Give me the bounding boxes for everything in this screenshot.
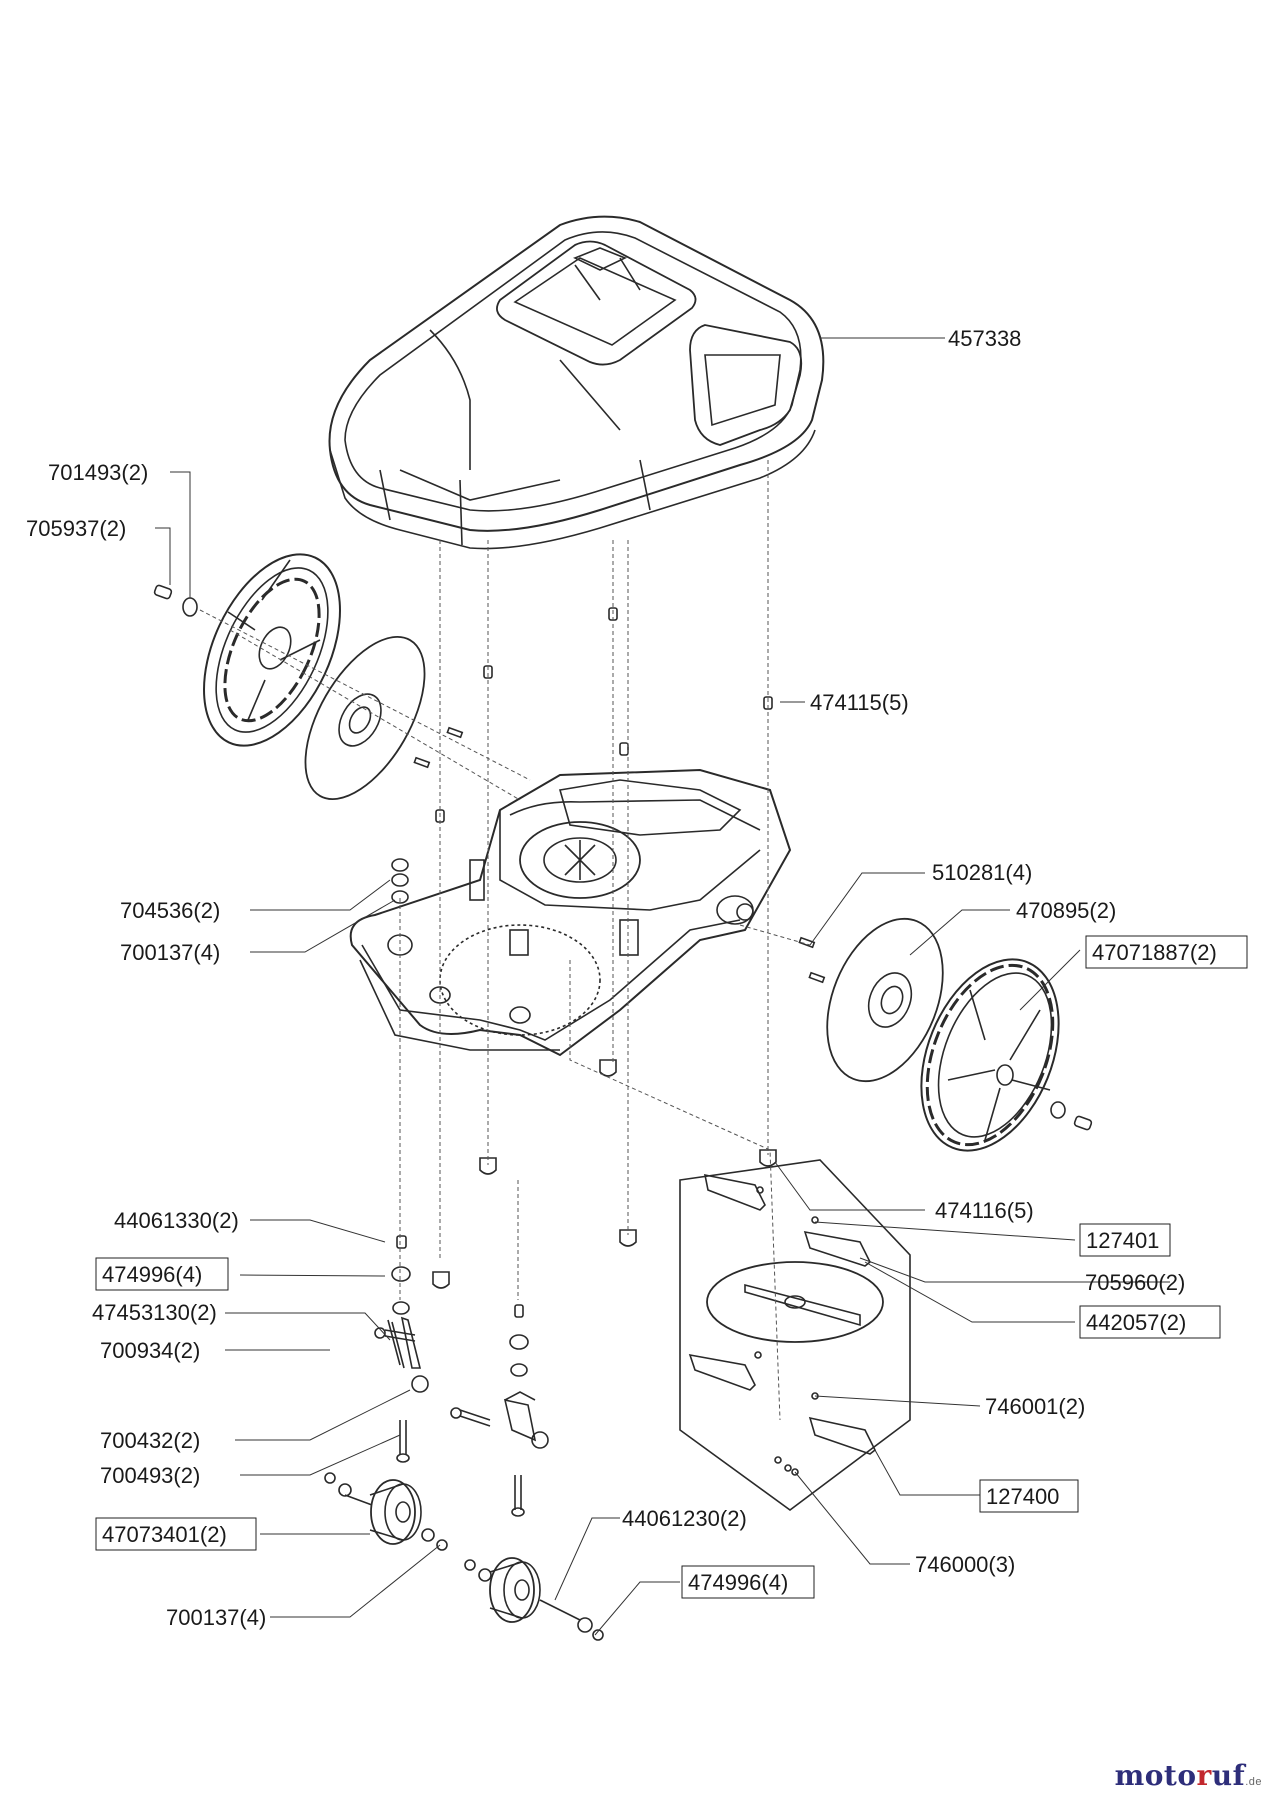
part-705960: 705960(2) [1085, 1270, 1185, 1295]
watermark-logo: motoruf.de [1115, 1759, 1262, 1792]
right-wheel [920, 958, 1060, 1152]
part-47453130: 47453130(2) [92, 1300, 217, 1325]
part-746000: 746000(3) [915, 1552, 1015, 1577]
caster-wheel-right [464, 1557, 604, 1641]
left-wheel [203, 553, 341, 747]
part-746001: 746001(2) [985, 1394, 1085, 1419]
watermark-part3: uf [1211, 1759, 1246, 1792]
part-700137-top: 700137(4) [120, 940, 220, 965]
part-474116: 474116(5) [935, 1198, 1034, 1223]
part-457338: 457338 [948, 326, 1021, 351]
part-44061330: 44061330(2) [114, 1208, 239, 1233]
part-704536: 704536(2) [120, 898, 220, 923]
left-wheel-disc [304, 635, 426, 801]
part-470895: 470895(2) [1016, 898, 1116, 923]
bushings [391, 607, 777, 1449]
part-474996-right: 474996(4) [688, 1570, 788, 1595]
part-701493: 701493(2) [48, 460, 148, 485]
watermark-part2: r [1196, 1759, 1212, 1792]
part-47073401: 47073401(2) [102, 1522, 227, 1547]
right-wheel-screws [798, 936, 1093, 1131]
top-cover [328, 215, 825, 550]
part-700137-bottom: 700137(4) [166, 1605, 266, 1630]
part-474115: 474115(5) [810, 690, 909, 715]
blade-assembly [679, 1159, 911, 1511]
part-127400: 127400 [986, 1484, 1059, 1509]
part-700934: 700934(2) [100, 1338, 200, 1363]
part-442057: 442057(2) [1086, 1310, 1186, 1335]
part-44061230: 44061230(2) [622, 1506, 747, 1531]
watermark-suffix: .de [1245, 1776, 1262, 1788]
part-474996-left: 474996(4) [102, 1262, 202, 1287]
assembly-lines [199, 460, 811, 1421]
caster-wheel-left [324, 1472, 448, 1551]
part-127401: 127401 [1086, 1228, 1159, 1253]
chassis [349, 768, 792, 1057]
watermark-part1: moto [1114, 1759, 1197, 1792]
part-510281: 510281(4) [932, 860, 1032, 885]
part-700493: 700493(2) [100, 1463, 200, 1488]
part-705937: 705937(2) [26, 516, 126, 541]
part-700432: 700432(2) [100, 1428, 200, 1453]
swivel-brackets [374, 1316, 537, 1517]
leader-lines [155, 337, 1170, 1636]
right-wheel-disc [826, 917, 944, 1083]
part-47071887: 47071887(2) [1092, 940, 1217, 965]
